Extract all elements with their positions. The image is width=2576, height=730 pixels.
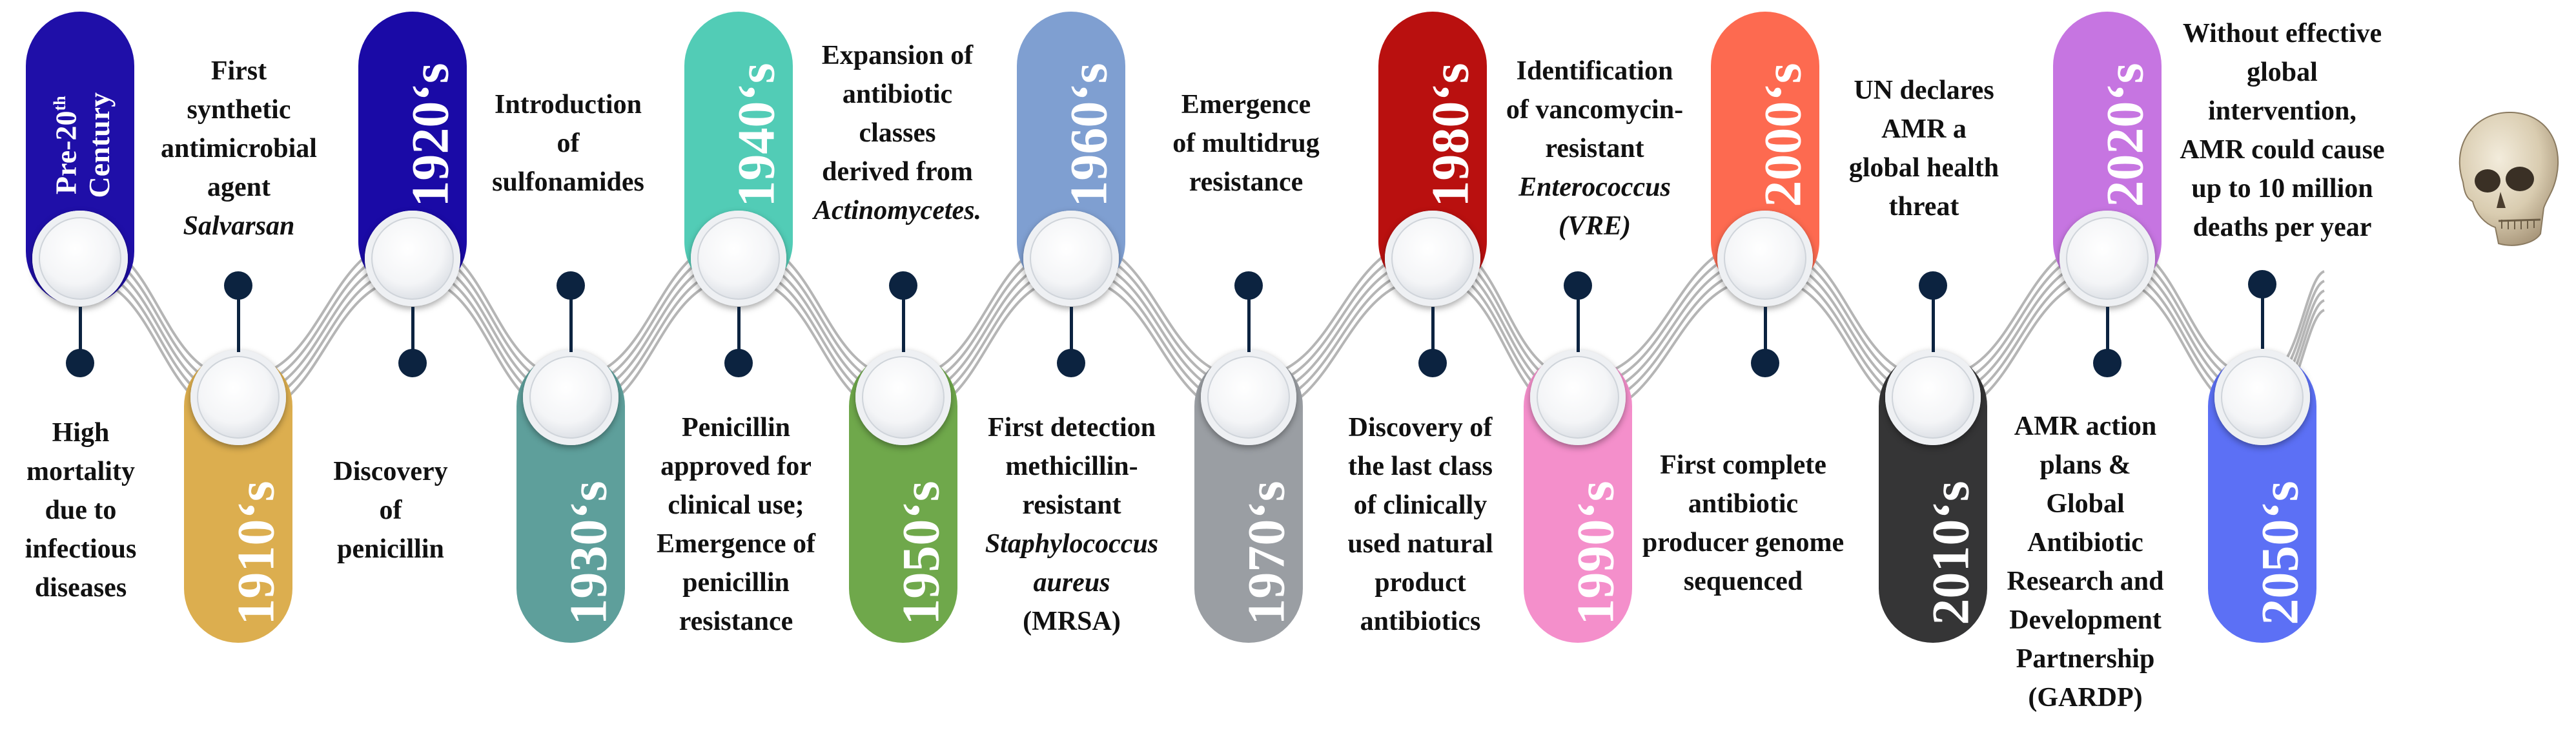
era-node-1990s — [1530, 349, 1626, 445]
era-label-1960s: 1960‘s — [1059, 63, 1118, 207]
pin-dot — [66, 349, 94, 377]
era-node-1970s — [1201, 349, 1296, 445]
era-label-2050s: 2050‘s — [2250, 481, 2309, 625]
pin-dot — [224, 271, 252, 300]
pin-stem — [237, 287, 240, 352]
pin-stem — [737, 307, 741, 362]
era-label-1910s: 1910‘s — [226, 481, 285, 625]
era-node-2020s — [2060, 211, 2155, 306]
era-node-2050s — [2214, 349, 2310, 445]
era-node-pre-20th — [32, 211, 128, 306]
era-label-1930s: 1930‘s — [558, 481, 618, 625]
pin-dot — [1564, 271, 1592, 300]
pin-dot — [1234, 271, 1263, 300]
pin-stem — [79, 307, 82, 362]
era-label-2010s: 2010‘s — [1921, 481, 1980, 625]
era-node-1930s — [523, 349, 618, 445]
pin-dot — [1751, 349, 1779, 377]
pin-dot — [1418, 349, 1447, 377]
pin-stem — [2261, 284, 2264, 349]
pin-stem — [902, 287, 905, 352]
pin-dot — [889, 271, 917, 300]
pin-stem — [1577, 287, 1580, 352]
era-node-1910s — [190, 349, 286, 445]
pin-stem — [569, 287, 573, 352]
era-label-1990s: 1990‘s — [1566, 481, 1625, 625]
pin-dot — [1919, 271, 1947, 300]
era-node-1920s — [365, 211, 460, 306]
pin-dot — [1057, 349, 1085, 377]
era-node-1950s — [855, 349, 951, 445]
skull-icon — [2458, 111, 2559, 246]
era-node-1960s — [1023, 211, 1119, 306]
era-node-1940s — [691, 211, 786, 306]
pin-dot — [724, 349, 753, 377]
era-node-1980s — [1385, 211, 1480, 306]
era-label-2000s: 2000‘s — [1753, 63, 1812, 207]
pin-stem — [1764, 307, 1767, 362]
era-node-2010s — [1885, 349, 1981, 445]
pin-stem — [1070, 307, 1073, 362]
era-label-1920s: 1920‘s — [400, 63, 460, 207]
era-node-2000s — [1717, 211, 1813, 306]
pin-stem — [411, 307, 414, 362]
era-label-1950s: 1950‘s — [891, 481, 950, 625]
pin-stem — [2106, 307, 2109, 362]
pin-dot — [398, 349, 427, 377]
pin-stem — [1431, 307, 1435, 362]
pin-stem — [1247, 287, 1251, 352]
era-label-1970s: 1970‘s — [1236, 481, 1296, 625]
pin-dot — [2093, 349, 2121, 377]
pin-dot — [557, 271, 585, 300]
pin-dot — [2248, 270, 2276, 298]
pin-stem — [1932, 287, 1935, 352]
era-label-1940s: 1940‘s — [726, 63, 786, 207]
era-label-1980s: 1980‘s — [1420, 63, 1480, 207]
